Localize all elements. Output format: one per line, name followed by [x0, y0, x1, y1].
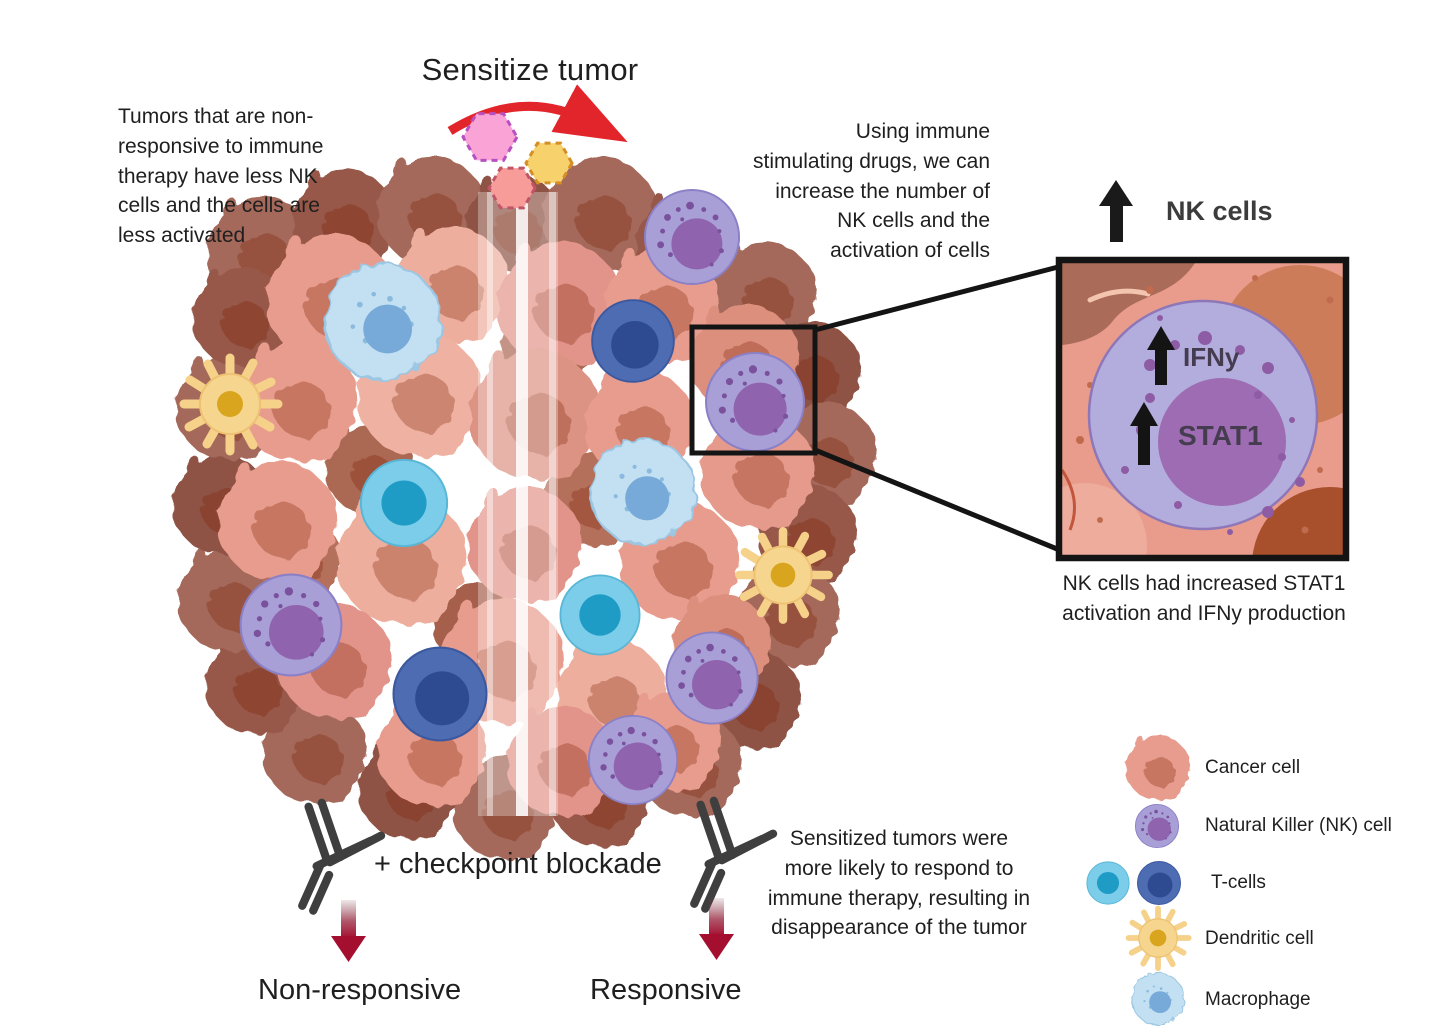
t-cell-icon [559, 574, 641, 656]
zoom-connector-bottom [814, 447, 1063, 554]
zoom-source-box [689, 324, 818, 456]
nk-nucleus [1158, 378, 1286, 506]
stat1-label: STAT1 [1178, 420, 1263, 451]
nk-increase-arrow [1099, 180, 1133, 242]
checkpoint-blockade-label: + checkpoint blockade [374, 848, 662, 880]
legend-icons [1086, 736, 1190, 1025]
nk-cell-icon [239, 573, 343, 677]
nk-inset [1055, 256, 1350, 562]
macrophage-icon [325, 264, 441, 380]
dendritic-cell-icon [1129, 909, 1189, 969]
drug-hexagon-pink [461, 112, 519, 162]
drug-hexagon-yellow [524, 141, 574, 185]
t-cell-dark-icon [591, 299, 675, 383]
cancer-cell-icon [1126, 736, 1190, 800]
macrophage-icon [1132, 973, 1184, 1025]
tumor-mass [173, 157, 877, 860]
responsive-note: Sensitized tumors were more likely to re… [767, 827, 1031, 940]
nk-cell-icon [705, 352, 805, 452]
non-responsive-note: Tumors that are non-responsive to immune… [118, 105, 324, 248]
inset-caption: NK cells had increased STAT1 activation … [1062, 572, 1346, 625]
nk-cell-icon [1134, 803, 1180, 849]
drug-hexagons [461, 112, 574, 210]
stimulating-drugs-note: Using immune stimulating drugs, we can i… [753, 120, 990, 263]
non-responsive-label: Non-responsive [258, 974, 462, 1006]
inset-border [1055, 256, 1350, 562]
legend-label-t-cells: T-cells [1211, 872, 1266, 893]
t-cell-dark-icon [392, 646, 488, 742]
legend-label-macrophage: Macrophage [1205, 989, 1311, 1010]
legend-label-nk-cell: Natural Killer (NK) cell [1205, 815, 1392, 836]
legend-label-dendritic-cell: Dendritic cell [1205, 928, 1314, 949]
nk-cell-icon [665, 631, 759, 725]
responsive-label: Responsive [590, 974, 742, 1006]
nk-cell-icon [587, 714, 679, 806]
nk-granules [1121, 315, 1305, 535]
ifny-label: IFNy [1183, 342, 1240, 372]
macrophage-icon [591, 440, 696, 545]
nk-increase-label: NK cells [1166, 196, 1273, 226]
antibody-icon [271, 799, 384, 924]
t-cell-dark-icon [1137, 861, 1181, 905]
t-cell-icon [359, 458, 449, 548]
nk-cell-icon [643, 188, 741, 286]
legend-label-cancer-cell: Cancer cell [1205, 757, 1301, 778]
ifny-up-arrow [1147, 326, 1175, 385]
stat1-up-arrow [1130, 402, 1158, 465]
outcome-arrow-right [699, 898, 734, 960]
drug-hexagon-salmon [487, 166, 537, 210]
t-cell-icon [1086, 861, 1130, 905]
sensitize-arrow [447, 84, 628, 143]
outcome-arrow-left [331, 900, 366, 962]
diagram-title: Sensitize tumor [421, 52, 639, 87]
zoom-connector-top [814, 263, 1063, 333]
tumor-divider-stripe [478, 192, 558, 816]
inset-cancer-blob [1252, 487, 1343, 555]
